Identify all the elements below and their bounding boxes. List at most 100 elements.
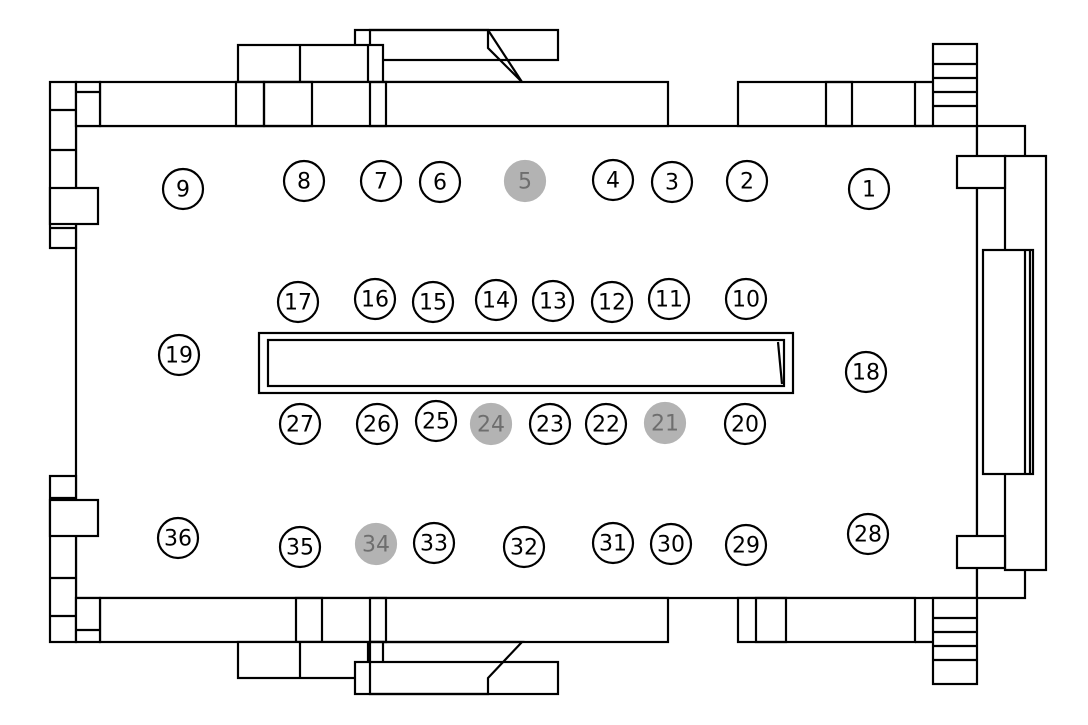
pin-label: 33 bbox=[420, 532, 448, 557]
pin-circle bbox=[469, 402, 513, 446]
pin-26: 26 bbox=[355, 402, 399, 446]
left-tab-top-knob bbox=[48, 186, 100, 226]
pin-circle bbox=[354, 522, 398, 566]
pin-6: 6 bbox=[418, 160, 462, 204]
bottom-rail-left bbox=[98, 596, 670, 644]
pin-34: 34 bbox=[354, 522, 398, 566]
pin-30: 30 bbox=[649, 522, 693, 566]
pin-circle bbox=[528, 402, 572, 446]
pin-35: 35 bbox=[278, 525, 322, 569]
pin-circle bbox=[643, 401, 687, 445]
left-tab-top-corner bbox=[74, 80, 102, 128]
top-rail-seg-2 bbox=[262, 80, 314, 128]
pin-label: 6 bbox=[433, 171, 447, 196]
pin-15: 15 bbox=[411, 280, 455, 324]
pin-label: 28 bbox=[854, 523, 882, 548]
pin-label: 29 bbox=[732, 534, 760, 559]
pin-label: 15 bbox=[419, 291, 447, 316]
pin-label: 16 bbox=[361, 288, 389, 313]
pin-13: 13 bbox=[531, 279, 575, 323]
pin-27: 27 bbox=[278, 402, 322, 446]
pin-circle bbox=[590, 280, 634, 324]
pin-label: 7 bbox=[374, 170, 388, 195]
pin-circle bbox=[846, 512, 890, 556]
center-slot-edge bbox=[776, 341, 784, 385]
pin-label: 27 bbox=[286, 413, 314, 438]
pin-22: 22 bbox=[584, 402, 628, 446]
pin-circle bbox=[649, 522, 693, 566]
pin-12: 12 bbox=[590, 280, 634, 324]
pin-circle bbox=[418, 160, 462, 204]
pin-label: 3 bbox=[665, 171, 679, 196]
pin-label: 31 bbox=[599, 532, 627, 557]
pin-14: 14 bbox=[474, 278, 518, 322]
pin-circle bbox=[502, 525, 546, 569]
pin-circle bbox=[591, 158, 635, 202]
pin-circle bbox=[531, 279, 575, 323]
pin-label: 4 bbox=[606, 169, 620, 194]
bottom-latch-back bbox=[353, 660, 560, 696]
left-tab-bottom-knob bbox=[48, 498, 100, 538]
pin-11: 11 bbox=[647, 277, 691, 321]
pin-3: 3 bbox=[650, 160, 694, 204]
pin-circle bbox=[725, 159, 769, 203]
pin-2: 2 bbox=[725, 159, 769, 203]
pin-circle bbox=[647, 277, 691, 321]
pin-circle bbox=[359, 159, 403, 203]
pin-label: 18 bbox=[852, 361, 880, 386]
pin-28: 28 bbox=[846, 512, 890, 556]
pin-circle bbox=[650, 160, 694, 204]
pin-label: 13 bbox=[539, 290, 567, 315]
pin-7: 7 bbox=[359, 159, 403, 203]
pin-label: 5 bbox=[518, 170, 532, 195]
pin-label: 20 bbox=[731, 413, 759, 438]
center-slot-inner bbox=[266, 338, 786, 388]
pin-circle bbox=[723, 402, 767, 446]
pin-32: 32 bbox=[502, 525, 546, 569]
pin-8: 8 bbox=[282, 159, 326, 203]
pin-10: 10 bbox=[724, 277, 768, 321]
pin-label: 32 bbox=[510, 536, 538, 561]
pin-circle bbox=[474, 278, 518, 322]
bottom-latch-ramp bbox=[368, 640, 525, 696]
pin-5: 5 bbox=[503, 159, 547, 203]
pin-circle bbox=[847, 167, 891, 211]
pin-24: 24 bbox=[469, 402, 513, 446]
pin-label: 10 bbox=[732, 288, 760, 313]
pin-circle bbox=[276, 280, 320, 324]
right-tab-upper bbox=[955, 154, 1007, 190]
pin-18: 18 bbox=[844, 350, 888, 394]
pin-label: 34 bbox=[362, 533, 390, 558]
right-tab-lower bbox=[955, 534, 1007, 570]
pin-label: 22 bbox=[592, 413, 620, 438]
right-lug-top bbox=[931, 42, 979, 128]
pin-circle bbox=[161, 167, 205, 211]
pin-label: 30 bbox=[657, 533, 685, 558]
pin-circle bbox=[278, 402, 322, 446]
pin-4: 4 bbox=[591, 158, 635, 202]
pin-20: 20 bbox=[723, 402, 767, 446]
pin-circle bbox=[156, 516, 200, 560]
pin-circle bbox=[278, 525, 322, 569]
pin-1: 1 bbox=[847, 167, 891, 211]
pin-circle bbox=[355, 402, 399, 446]
pin-circle bbox=[844, 350, 888, 394]
pin-circle bbox=[411, 280, 455, 324]
pin-label: 26 bbox=[363, 413, 391, 438]
pin-21: 21 bbox=[643, 401, 687, 445]
pin-17: 17 bbox=[276, 280, 320, 324]
pin-label: 35 bbox=[286, 536, 314, 561]
pin-25: 25 bbox=[414, 399, 458, 443]
top-rail-seg-3 bbox=[368, 80, 388, 128]
pin-36: 36 bbox=[156, 516, 200, 560]
pin-circle bbox=[724, 523, 768, 567]
center-slot-outer bbox=[257, 331, 795, 395]
bottom-rail-right bbox=[736, 596, 917, 644]
left-tab-bottom-corner bbox=[74, 596, 102, 644]
pin-label: 25 bbox=[422, 410, 450, 435]
pin-23: 23 bbox=[528, 402, 572, 446]
pins: 1234567891011121314151617181920212223242… bbox=[156, 158, 891, 569]
pin-circle bbox=[282, 159, 326, 203]
pin-label: 23 bbox=[536, 413, 564, 438]
pin-label: 21 bbox=[651, 412, 679, 437]
